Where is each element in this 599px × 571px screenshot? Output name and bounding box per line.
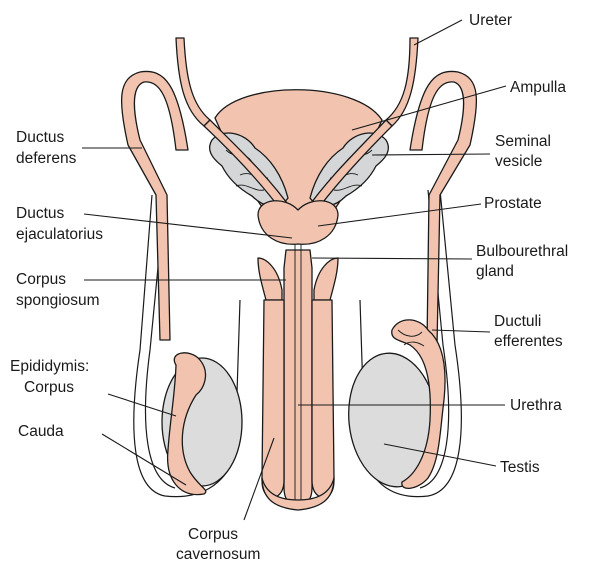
label-prostate: Prostate [484, 195, 542, 212]
label-cauda: Cauda [18, 423, 64, 440]
label-ureter: Ureter [469, 12, 512, 29]
label-testis: Testis [500, 459, 540, 476]
label-seminal-vesicle-1: Seminal [495, 133, 551, 150]
left-crus [258, 258, 282, 300]
label-corpus-spongiosum-2: spongiosum [16, 292, 100, 309]
label-epididymis-2: Corpus [24, 379, 74, 396]
label-ductus-deferens-1: Ductus [16, 129, 64, 146]
right-corpus-cavernosum [312, 300, 334, 497]
label-ampulla: Ampulla [510, 79, 566, 96]
label-ductuli-efferentes-1: Ductuli [494, 313, 541, 330]
label-urethra: Urethra [510, 397, 562, 414]
right-ductus-deferens [410, 71, 476, 345]
corpus-spongiosum [284, 250, 312, 506]
label-epididymis-1: Epididymis: [10, 358, 89, 375]
label-corpus-spongiosum-1: Corpus [16, 271, 66, 288]
right-crus [314, 258, 338, 300]
label-corpus-cavernosum-2: cavernosum [176, 546, 260, 563]
left-corpus-cavernosum [262, 300, 284, 497]
label-bulbourethral-1: Bulbourethral [476, 243, 568, 260]
label-ductus-ejaculatorius-1: Ductus [16, 205, 64, 222]
label-ductus-deferens-2: deferens [16, 150, 77, 167]
label-ductus-ejaculatorius-2: ejaculatorius [16, 226, 103, 243]
label-seminal-vesicle-2: vesicle [495, 153, 542, 170]
label-corpus-cavernosum-1: Corpus [188, 526, 238, 543]
label-bulbourethral-2: gland [476, 263, 514, 280]
label-ductuli-efferentes-2: efferentes [494, 333, 563, 350]
